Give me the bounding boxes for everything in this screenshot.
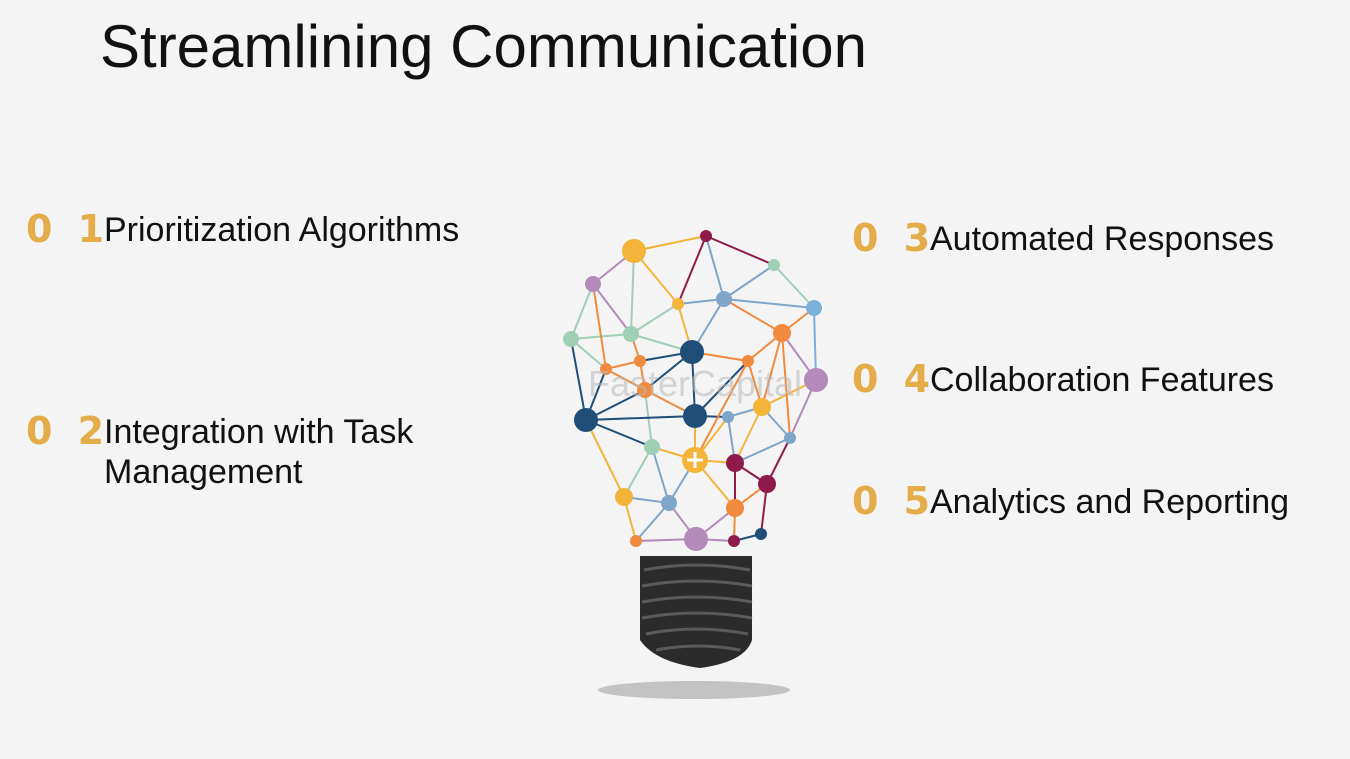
item-number: 0 1 — [26, 207, 111, 251]
item-number: 0 5 — [852, 479, 937, 523]
bulb-base-icon — [598, 556, 790, 699]
item-number: 0 4 — [852, 357, 937, 401]
network-node — [672, 298, 684, 310]
network-node — [683, 404, 707, 428]
list-item-prioritization: 0 1 Prioritization Algorithms — [26, 210, 459, 250]
network-edge — [773, 264, 815, 309]
item-label: Automated Responses — [930, 220, 1274, 258]
item-label: Prioritization Algorithms — [104, 211, 460, 249]
network-node — [755, 528, 767, 540]
network-node — [722, 411, 734, 423]
network-edge — [694, 360, 749, 461]
network-edge — [723, 298, 815, 309]
network-edge — [813, 307, 817, 381]
network-edge — [677, 235, 707, 305]
page-title: Streamlining Communication — [100, 13, 867, 80]
network-edge — [570, 338, 587, 421]
lightbulb-network-icon: FasterCapital — [563, 230, 828, 699]
network-edge — [592, 283, 632, 335]
network-edge — [723, 298, 783, 334]
network-node — [728, 535, 740, 547]
network-node — [622, 239, 646, 263]
network-edge — [630, 303, 679, 335]
network-node — [684, 527, 708, 551]
network-edge — [723, 264, 775, 300]
network-edge — [635, 502, 670, 542]
plus-icon — [687, 452, 703, 468]
network-nodes — [563, 230, 828, 551]
network-node — [758, 475, 776, 493]
network-node — [600, 363, 612, 375]
network-node — [634, 355, 646, 367]
network-node — [716, 291, 732, 307]
network-edge — [570, 283, 594, 340]
network-edge — [761, 332, 783, 408]
network-edge — [633, 235, 707, 252]
item-number: 0 2 — [26, 409, 111, 453]
network-edge — [734, 437, 791, 464]
network-node — [637, 382, 653, 398]
network-node — [726, 499, 744, 517]
network-edge — [781, 332, 791, 439]
list-item-analytics: 0 5 Analytics and Reporting — [852, 482, 1289, 522]
network-node — [630, 535, 642, 547]
item-label: Analytics and Reporting — [930, 483, 1290, 521]
network-edge — [592, 283, 607, 370]
network-edge — [623, 446, 653, 498]
watermark: FasterCapital — [588, 363, 802, 404]
network-node — [773, 324, 791, 342]
network-edge — [705, 235, 775, 266]
network-node — [753, 398, 771, 416]
network-node — [644, 439, 660, 455]
network-edge — [734, 406, 763, 464]
network-node — [784, 432, 796, 444]
list-item-automated-responses: 0 3 Automated Responses — [852, 219, 1274, 259]
item-label: Collaboration Features — [930, 361, 1274, 399]
network-edge — [585, 415, 696, 421]
network-edge — [705, 235, 725, 300]
network-node — [804, 368, 828, 392]
network-edge — [651, 446, 670, 504]
item-label: Integration with Task Management — [104, 413, 414, 491]
network-node — [574, 408, 598, 432]
network-node — [585, 276, 601, 292]
network-node — [615, 488, 633, 506]
network-node — [726, 454, 744, 472]
network-edge — [694, 360, 749, 417]
network-node — [700, 230, 712, 242]
network-edge — [630, 250, 635, 335]
network-node — [623, 326, 639, 342]
network-node — [661, 495, 677, 511]
network-edge — [585, 419, 625, 498]
network-node — [680, 340, 704, 364]
network-node — [563, 331, 579, 347]
list-item-integration: 0 2 Integration with Task Management — [26, 412, 464, 492]
list-item-collaboration: 0 4 Collaboration Features — [852, 360, 1274, 400]
network-node — [768, 259, 780, 271]
network-node — [742, 355, 754, 367]
network-node — [806, 300, 822, 316]
item-number: 0 3 — [852, 216, 937, 260]
